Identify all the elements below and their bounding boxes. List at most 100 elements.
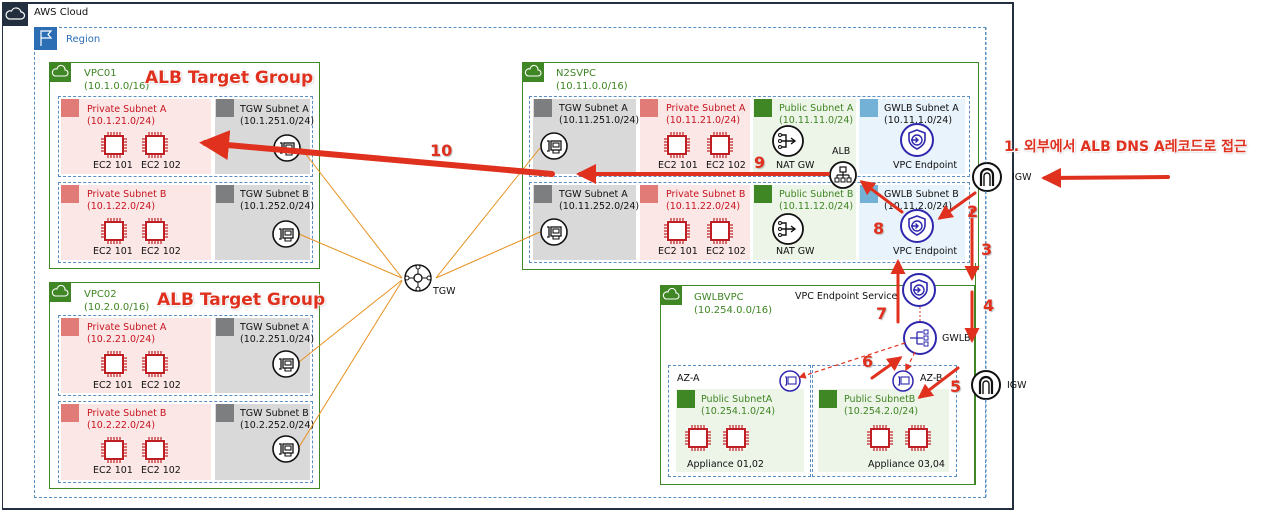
subnet-cidr: (10.11.2.0/24) (884, 201, 953, 212)
lock-icon (677, 390, 695, 408)
lock-icon (216, 185, 234, 203)
ec2-label: EC2 102 (706, 160, 746, 171)
lock-icon (61, 404, 79, 422)
n2svpc-cidr: (10.11.0.0/16) (556, 81, 628, 92)
subnet-name: Public Subnet A (779, 103, 854, 114)
lock-icon (61, 318, 79, 336)
subnet-name: Private Subnet B (666, 189, 746, 200)
natgw-label: NAT GW (776, 246, 815, 257)
subnet-name: Private Subnet A (666, 103, 746, 114)
subnet-cidr: (10.11.12.0/24) (779, 201, 854, 212)
step-3: 3 (981, 240, 993, 259)
subnet-name: TGW Subnet A (559, 103, 628, 114)
endpoint-service-label: VPC Endpoint Service (795, 291, 898, 302)
subnet-cidr: (10.11.11.0/24) (779, 115, 854, 126)
cloud-icon (2, 2, 28, 26)
ec2-label: EC2 101 (658, 246, 698, 257)
subnet-cidr: (10.1.21.0/24) (87, 116, 156, 127)
igw-top-label: IGW (1012, 172, 1032, 183)
gwlbvpc-cidr: (10.254.0.0/16) (694, 305, 772, 316)
lock-icon (534, 99, 552, 117)
vpc01-az-a (58, 96, 313, 177)
gwlbvpc-az-a (668, 365, 811, 477)
ec2-label: EC2 101 (93, 380, 133, 391)
step-9: 9 (754, 153, 766, 172)
subnet-cidr: (10.11.252.0/24) (559, 201, 640, 212)
ec2-label: EC2 102 (141, 380, 181, 391)
subnet-name: Public Subnet B (779, 189, 854, 200)
subnet-cidr: (10.11.22.0/24) (666, 201, 741, 212)
lock-icon (860, 185, 878, 203)
subnet-cidr: (10.2.22.0/24) (87, 420, 156, 431)
vpc-cloud-icon (49, 62, 71, 82)
vpc02-annotation: ALB Target Group (157, 290, 326, 310)
vpc02-private-subnet-b (61, 404, 211, 480)
vpc01-annotation: ALB Target Group (145, 68, 314, 88)
lock-icon (61, 185, 79, 203)
step-10: 10 (430, 141, 453, 160)
subnet-name: Private Subnet A (87, 322, 167, 333)
ec2-label: EC2 101 (658, 160, 698, 171)
subnet-name: TGW Subnet A (240, 322, 309, 333)
lock-icon (216, 404, 234, 422)
step-5: 5 (950, 377, 962, 396)
appliance-a-label: Appliance 01,02 (687, 459, 764, 470)
vpc-cloud-icon (660, 285, 682, 305)
step-2: 2 (967, 202, 979, 221)
subnet-cidr: (10.1.22.0/24) (87, 201, 156, 212)
subnet-name: Public SubnetA (701, 394, 773, 405)
step-8: 8 (873, 219, 885, 238)
subnet-cidr: (10.11.1.0/24) (884, 115, 953, 126)
ec2-label: EC2 102 (141, 465, 181, 476)
subnet-cidr: (10.254.1.0/24) (701, 406, 776, 417)
vpc01-name: VPC01 (84, 68, 117, 79)
subnet-cidr: (10.254.2.0/24) (844, 406, 919, 417)
vpc01-cidr: (10.1.0.0/16) (84, 81, 150, 92)
subnet-name: Private Subnet B (87, 408, 167, 419)
lock-icon (640, 99, 658, 117)
igw-bottom-label: IGW (1007, 380, 1027, 391)
vpc-endpoint-label: VPC Endpoint (893, 246, 958, 257)
subnet-cidr: (10.11.21.0/24) (666, 115, 741, 126)
natgw-label: NAT GW (776, 160, 815, 171)
subnet-name: Public SubnetB (844, 394, 916, 405)
vpc02-name: VPC02 (84, 289, 117, 300)
tgw-label: TGW (433, 286, 456, 297)
ec2-label: EC2 101 (93, 246, 133, 257)
region-title: Region (66, 34, 101, 45)
subnet-cidr: (10.1.251.0/24) (240, 116, 315, 127)
subnet-name: GWLB Subnet A (884, 103, 959, 114)
cloud-title: AWS Cloud (34, 7, 89, 18)
subnet-name: TGW Subnet B (240, 189, 309, 200)
flag-icon (34, 27, 57, 50)
subnet-cidr: (10.2.252.0/24) (240, 420, 315, 431)
alb-label: ALB (832, 146, 851, 157)
lock-icon (860, 99, 878, 117)
subnet-name: GWLB Subnet B (884, 189, 959, 200)
lock-icon (754, 185, 772, 203)
vpc01-private-subnet-b (61, 185, 211, 260)
subnet-cidr: (10.1.252.0/24) (240, 201, 315, 212)
subnet-name: TGW Subnet A (559, 189, 628, 200)
gwlbvpc-name: GWLBVPC (694, 292, 744, 303)
lock-icon (216, 318, 234, 336)
n2svpc-az-a (529, 96, 970, 177)
step-6: 6 (862, 352, 874, 371)
vpc02-private-subnet-a (61, 318, 211, 393)
ec2-label: EC2 102 (141, 160, 181, 171)
subnet-name: Private Subnet B (87, 189, 167, 200)
az-a-label: AZ-A (677, 373, 700, 384)
vpc-cloud-icon (49, 282, 71, 302)
lock-icon (216, 99, 234, 117)
subnet-name: TGW Subnet A (240, 104, 309, 115)
ec2-label: EC2 102 (706, 246, 746, 257)
ec2-label: EC2 101 (93, 465, 133, 476)
az-b-label: AZ-B (920, 373, 943, 384)
gwlb-label: GWLB (942, 333, 971, 344)
lock-icon (61, 99, 79, 117)
step-1-annotation: 1. 외부에서 ALB DNS A레코드로 접근 (1004, 139, 1247, 155)
appliance-b-label: Appliance 03,04 (868, 459, 945, 470)
subnet-name: Private Subnet A (87, 104, 167, 115)
n2svpc-name: N2SVPC (556, 68, 597, 79)
ec2-label: EC2 101 (93, 160, 133, 171)
